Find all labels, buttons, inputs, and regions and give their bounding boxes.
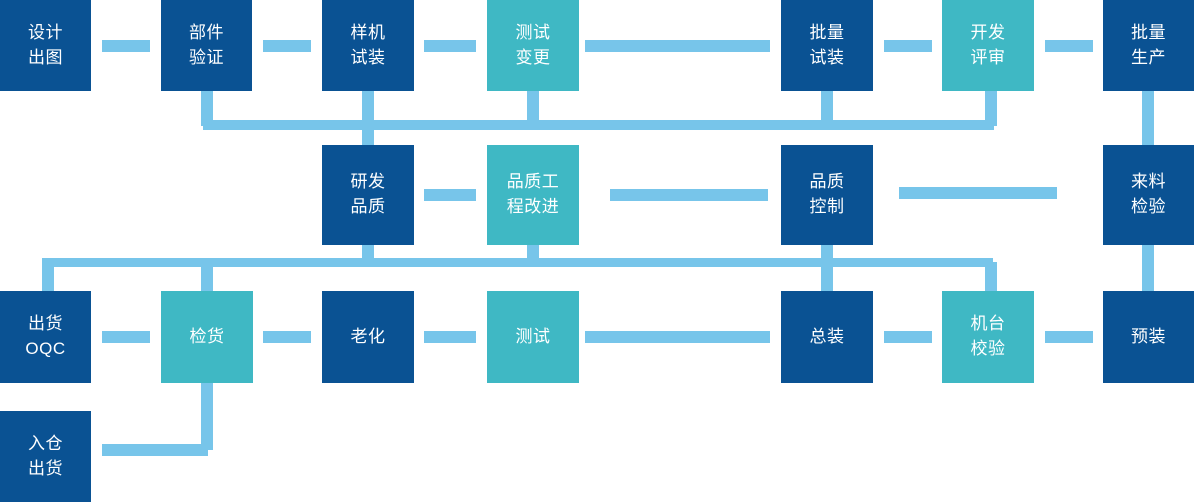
connector-v-devrev-down [985, 91, 997, 126]
connector-h-qc-to-incoming [899, 187, 1057, 199]
node-prototype-assembly[interactable]: 样机 试装 [322, 0, 414, 91]
connector-h-aging-to-testing [424, 331, 476, 343]
node-design-drawing[interactable]: 设计 出图 [0, 0, 91, 91]
connector-h-testing-to-finalasm [585, 331, 770, 343]
node-label-prototype-assembly: 样机 试装 [350, 22, 386, 67]
connector-v-testchg-down [527, 91, 539, 126]
node-label-dev-review: 开发 评审 [970, 22, 1006, 67]
connector-h-warehouse-in [102, 444, 208, 456]
connector-h-rdq-to-qe [424, 189, 476, 201]
node-label-testing: 测试 [515, 326, 551, 346]
node-machine-calibration[interactable]: 机台 校验 [942, 291, 1034, 383]
connector-bus-row2-to-row3 [42, 258, 993, 267]
node-aging[interactable]: 老化 [322, 291, 414, 383]
connector-v-inspect-up [201, 262, 213, 291]
node-label-incoming-inspection: 来料 检验 [1131, 172, 1166, 216]
connector-bus-row1-to-row2 [203, 120, 994, 130]
node-rd-quality[interactable]: 研发 品质 [322, 145, 414, 245]
connector-v-oqc-up [42, 262, 54, 291]
node-label-mass-production: 批量 生产 [1131, 22, 1166, 67]
node-label-aging: 老化 [350, 326, 386, 346]
connector-h-inspect-to-aging [263, 331, 311, 343]
node-label-quality-control: 品质 控制 [809, 172, 845, 216]
connector-h-design-to-part [102, 40, 150, 52]
connector-v-part-down [201, 91, 213, 126]
node-label-rd-quality: 研发 品质 [350, 172, 386, 216]
node-batch-trial[interactable]: 批量 试装 [781, 0, 873, 91]
connector-h-part-to-prototype [263, 40, 311, 52]
connector-v-massprod-down [1142, 91, 1154, 147]
node-pre-assembly[interactable]: 预装 [1103, 291, 1194, 383]
node-label-batch-trial: 批量 试装 [809, 22, 845, 67]
node-goods-inspection[interactable]: 检货 [161, 291, 253, 383]
node-label-goods-inspection: 检货 [189, 326, 225, 346]
connector-h-machcal-to-preasm [1045, 331, 1093, 343]
node-quality-engineering[interactable]: 品质工 程改进 [487, 145, 579, 245]
connector-h-prototype-to-testchg [424, 40, 476, 52]
connector-h-testchg-to-batchtrial [585, 40, 770, 52]
node-quality-control[interactable]: 品质 控制 [781, 145, 873, 245]
connector-v-batchtrial-down [821, 91, 833, 126]
node-final-assembly[interactable]: 总装 [781, 291, 873, 383]
node-label-test-change: 测试 变更 [515, 22, 551, 67]
connector-v-qc-down [821, 245, 833, 291]
node-label-shipment-oqc: 出货 OQC [25, 314, 66, 358]
node-incoming-inspection[interactable]: 来料 检验 [1103, 145, 1194, 245]
node-label-machine-calibration: 机台 校验 [970, 314, 1006, 358]
connector-h-batchtrial-to-devrev [884, 40, 932, 52]
connector-v-inspect-down-warehouse [201, 383, 213, 450]
node-test-change[interactable]: 测试 变更 [487, 0, 579, 91]
node-dev-review[interactable]: 开发 评审 [942, 0, 1034, 91]
node-label-final-assembly: 总装 [809, 326, 845, 346]
connector-v-incoming-to-preasm [1142, 245, 1154, 293]
node-shipment-oqc[interactable]: 出货 OQC [0, 291, 91, 383]
node-label-pre-assembly: 预装 [1131, 326, 1166, 346]
connector-h-oqc-to-inspect [102, 331, 150, 343]
node-label-design-drawing: 设计 出图 [28, 22, 63, 67]
node-label-quality-engineering: 品质工 程改进 [506, 172, 560, 216]
connector-h-qe-to-qc [610, 189, 768, 201]
node-label-part-verification: 部件 验证 [189, 22, 224, 67]
connector-v-prototype-down [362, 91, 374, 148]
connector-h-finalasm-to-machcal [884, 331, 932, 343]
connector-v-machinecal-up [985, 262, 997, 291]
node-label-warehouse-shipment: 入仓 出货 [28, 433, 63, 478]
node-warehouse-shipment[interactable]: 入仓 出货 [0, 411, 91, 502]
node-mass-production[interactable]: 批量 生产 [1103, 0, 1194, 91]
node-part-verification[interactable]: 部件 验证 [161, 0, 252, 91]
connector-h-devrev-to-massprod [1045, 40, 1093, 52]
node-testing[interactable]: 测试 [487, 291, 579, 383]
